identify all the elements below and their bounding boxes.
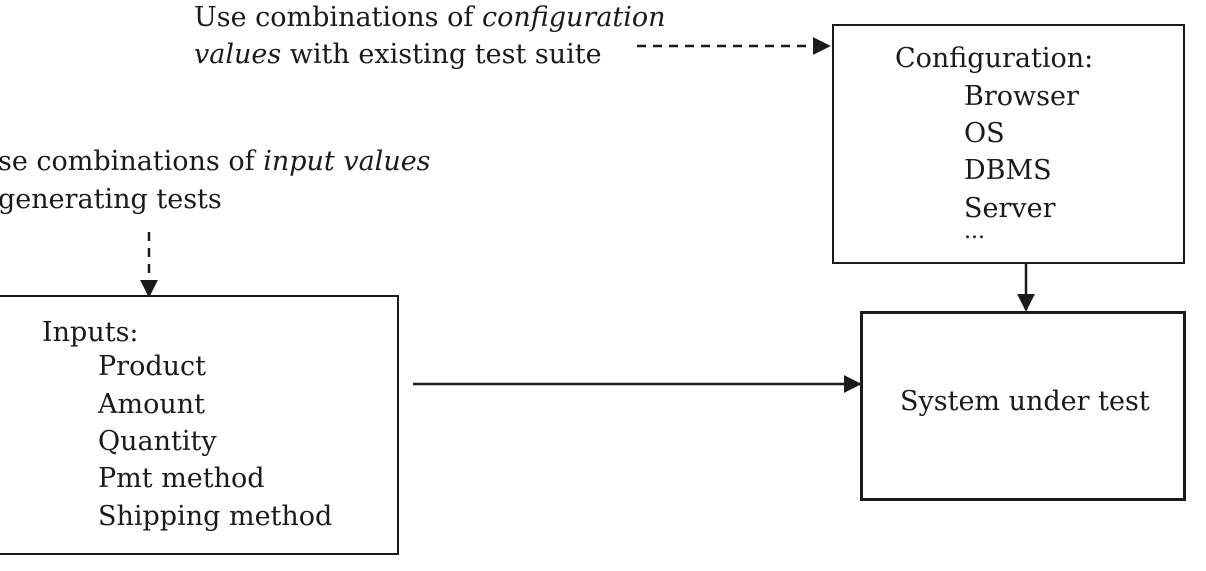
inputs-item-quantity: Quantity	[98, 426, 217, 457]
configuration-item-ellipsis: ...	[964, 219, 985, 244]
configuration-item-os: OS	[964, 118, 1005, 149]
input-note-line-2: generating tests	[0, 184, 222, 215]
system-under-test-box: System under test	[860, 311, 1186, 501]
config-note-line-1: Use combinations of configuration	[194, 2, 666, 33]
configuration-item-browser: Browser	[964, 81, 1079, 112]
system-under-test-label: System under test	[900, 386, 1150, 417]
inputs-item-product: Product	[98, 351, 206, 382]
inputs-item-amount: Amount	[98, 389, 205, 420]
configuration-box: Configuration: Browser OS DBMS Server ..…	[832, 24, 1185, 264]
config-note-line-2: values with existing test suite	[194, 39, 602, 70]
configuration-item-dbms: DBMS	[964, 155, 1052, 186]
configuration-item-server: Server	[964, 193, 1056, 224]
inputs-item-shipping-method: Shipping method	[98, 501, 333, 532]
inputs-box: Inputs: Product Amount Quantity Pmt meth…	[0, 295, 399, 555]
inputs-title: Inputs:	[42, 317, 139, 348]
configuration-title: Configuration:	[895, 43, 1094, 74]
input-note-line-1: se combinations of input values	[0, 146, 431, 177]
inputs-item-pmt-method: Pmt method	[98, 463, 265, 494]
